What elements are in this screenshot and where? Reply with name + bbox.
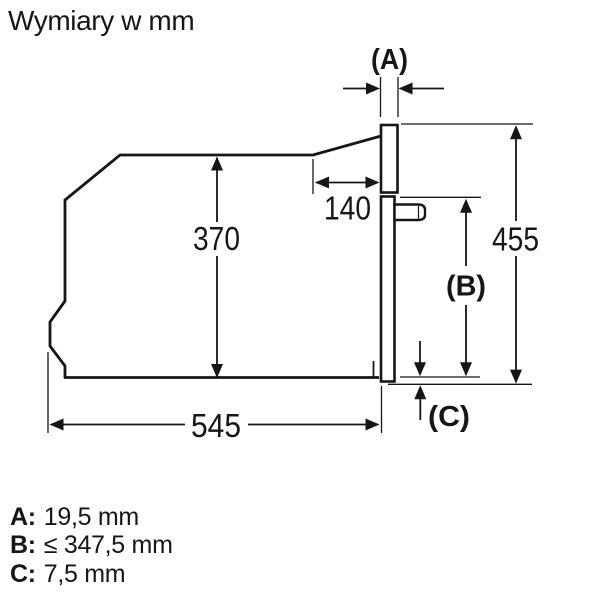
dim-370: 370 <box>193 156 240 378</box>
legend-key-a: A: <box>10 503 36 531</box>
door-handle <box>393 203 427 222</box>
dim-b: (B) <box>400 196 486 377</box>
dim-545-left-arrowhead <box>49 418 64 431</box>
dim-b-bottom-arrowhead <box>460 362 472 377</box>
dim-a-extension-lines <box>379 77 399 117</box>
dim-545-value: 545 <box>191 407 241 444</box>
dim-455-bottom-arrowhead <box>510 369 522 384</box>
dim-140: 140 <box>312 159 380 227</box>
dim-455-value: 455 <box>492 221 539 258</box>
legend-value-c: 7,5 mm <box>43 559 126 588</box>
front-panel-upper <box>379 123 399 194</box>
dim-c-bottom-arrowhead <box>414 385 427 400</box>
dim-a-right-arrowhead <box>366 82 380 95</box>
legend-value-a: 19,5 mm <box>43 503 139 531</box>
dimension-legend: A: 19,5 mm B: ≤ 347,5 mm C: 7,5 mm <box>10 503 173 588</box>
legend-value-b: ≤ 347,5 mm <box>43 531 173 560</box>
dim-c-label: (C) <box>428 401 470 433</box>
dim-140-left-arrowhead <box>315 176 329 189</box>
legend-row-b: B: ≤ 347,5 mm <box>10 531 173 559</box>
dim-455: 455 <box>401 123 539 384</box>
dim-b-top-arrowhead <box>460 198 472 213</box>
dim-c-top-arrowhead <box>414 362 426 377</box>
dim-140-right-arrowhead <box>365 176 380 189</box>
dim-370-top-arrowhead <box>211 156 223 171</box>
legend-row-a: A: 19,5 mm <box>10 503 173 531</box>
dim-370-bottom-arrowhead <box>211 364 223 378</box>
front-panel-lower <box>379 195 396 383</box>
body-left-edge <box>48 199 67 378</box>
dim-370-value: 370 <box>193 220 240 257</box>
dim-545: 545 <box>47 352 383 444</box>
dim-b-label: (B) <box>446 271 486 303</box>
dim-545-right-arrowhead <box>365 418 380 431</box>
page-title: Wymiary w mm <box>8 5 195 36</box>
legend-row-c: C: 7,5 mm <box>10 560 173 588</box>
dim-a-label: (A) <box>371 44 408 76</box>
front-panel <box>379 123 427 383</box>
dim-140-value: 140 <box>324 190 371 227</box>
legend-key-c: C: <box>10 559 36 588</box>
dim-a-left-arrowhead <box>398 82 413 95</box>
body-top-edge <box>64 134 382 202</box>
dim-455-top-arrowhead <box>510 125 522 140</box>
dim-c: (C) <box>388 341 532 433</box>
appliance-body-outline <box>48 134 382 379</box>
legend-key-b: B: <box>10 531 36 560</box>
dim-a: (A) <box>343 44 444 117</box>
